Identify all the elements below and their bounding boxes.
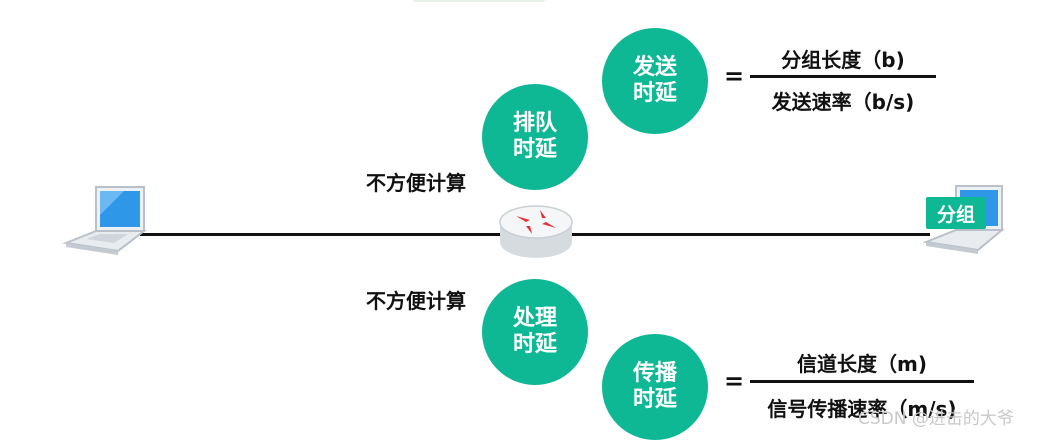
transmit-numerator: 分组长度（b) bbox=[781, 48, 905, 72]
packet-label: 分组 bbox=[926, 197, 986, 229]
circle-line: 传播 bbox=[632, 361, 677, 386]
circle-line: 发送 bbox=[632, 55, 677, 80]
circle-line: 处理 bbox=[512, 306, 557, 331]
watermark: CSDN @进击的大爷 bbox=[858, 409, 1014, 429]
queueing-delay-circle: 排队 时延 bbox=[482, 84, 588, 190]
equals-sign: = bbox=[724, 367, 745, 395]
circle-line: 时延 bbox=[512, 332, 557, 357]
laptop-icon bbox=[62, 186, 147, 255]
propagate-denominator: 信号传播速率（m/s) bbox=[767, 397, 957, 421]
fraction-bar bbox=[750, 75, 936, 78]
processing-delay-circle: 处理 时延 bbox=[482, 279, 588, 385]
router-icon bbox=[499, 205, 573, 258]
propagate-numerator: 信道长度（m) bbox=[797, 352, 927, 376]
upper-note: 不方便计算 bbox=[366, 171, 466, 195]
circle-line: 时延 bbox=[632, 81, 677, 106]
transmission-delay-circle: 发送 时延 bbox=[602, 28, 708, 134]
circle-line: 排队 bbox=[512, 111, 557, 136]
transmit-denominator: 发送速率（b/s) bbox=[771, 90, 915, 114]
circle-line: 时延 bbox=[632, 387, 677, 412]
lower-note: 不方便计算 bbox=[366, 289, 466, 313]
propagation-delay-circle: 传播 时延 bbox=[602, 334, 708, 440]
circle-line: 时延 bbox=[512, 137, 557, 162]
equals-sign: = bbox=[724, 62, 745, 90]
top-bar-decoration bbox=[412, 0, 546, 2]
fraction-bar bbox=[750, 380, 974, 383]
